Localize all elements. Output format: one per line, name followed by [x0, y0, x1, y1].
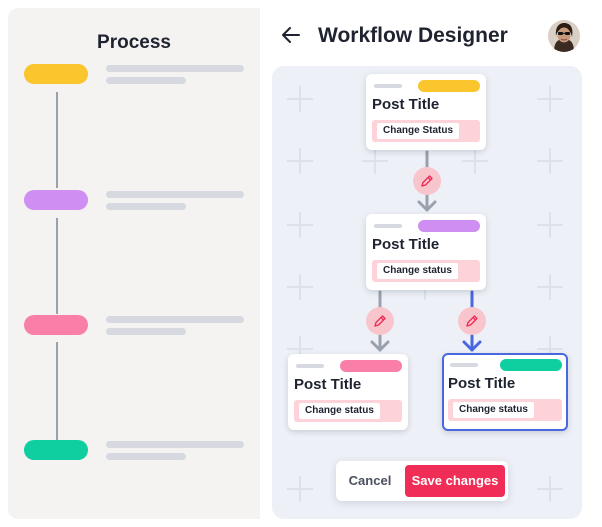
- step-text-placeholder: [106, 65, 244, 72]
- change-status-button[interactable]: Change status: [377, 263, 458, 279]
- card-status-tag: [418, 220, 480, 232]
- process-connector: [56, 92, 58, 188]
- process-title: Process: [97, 32, 171, 53]
- workflow-card[interactable]: Post Title Change status: [288, 354, 408, 430]
- save-changes-button[interactable]: Save changes: [405, 465, 505, 497]
- step-text-placeholder: [106, 328, 186, 335]
- arrow-left-icon[interactable]: [280, 24, 302, 46]
- step-status-pill: [24, 64, 88, 84]
- canvas-grid: [287, 86, 563, 502]
- workflow-card-selected[interactable]: Post Title Change status: [442, 353, 568, 431]
- change-status-button[interactable]: Change Status: [377, 123, 460, 139]
- change-status-button[interactable]: Change status: [453, 402, 534, 418]
- card-placeholder-line: [450, 363, 478, 367]
- workflow-card[interactable]: Post Title Change status: [366, 214, 486, 290]
- pencil-icon: [466, 315, 478, 327]
- step-status-pill: [24, 315, 88, 335]
- change-status-button[interactable]: Change status: [299, 403, 380, 419]
- step-text-placeholder: [106, 77, 186, 84]
- card-status-area: Change status: [448, 399, 562, 421]
- process-step[interactable]: [24, 64, 244, 88]
- pencil-icon: [374, 315, 386, 327]
- card-title: Post Title: [294, 376, 362, 393]
- action-bar: Cancel Save changes: [336, 461, 508, 501]
- card-status-tag: [340, 360, 402, 372]
- edit-transition-button[interactable]: [366, 307, 394, 335]
- process-step[interactable]: [24, 440, 244, 464]
- step-text-placeholder: [106, 203, 186, 210]
- process-connector: [56, 218, 58, 314]
- step-text-placeholder: [106, 453, 186, 460]
- card-status-area: Change status: [372, 260, 480, 282]
- page-title: Workflow Designer: [318, 24, 508, 47]
- process-step[interactable]: [24, 190, 244, 214]
- card-title: Post Title: [448, 375, 516, 392]
- step-text-placeholder: [106, 191, 244, 198]
- card-placeholder-line: [296, 364, 324, 368]
- cancel-button[interactable]: Cancel: [348, 473, 392, 488]
- step-text-placeholder: [106, 316, 244, 323]
- step-status-pill: [24, 190, 88, 210]
- card-status-area: Change status: [294, 400, 402, 422]
- edit-transition-button[interactable]: [413, 167, 441, 195]
- card-title: Post Title: [372, 236, 440, 253]
- workflow-canvas[interactable]: Post Title Change Status Post Title Chan…: [272, 66, 582, 519]
- card-placeholder-line: [374, 84, 402, 88]
- process-connector: [56, 342, 58, 440]
- card-title: Post Title: [372, 96, 440, 113]
- card-status-tag: [418, 80, 480, 92]
- step-status-pill: [24, 440, 88, 460]
- pencil-icon: [421, 175, 433, 187]
- edit-transition-button[interactable]: [458, 307, 486, 335]
- card-status-tag: [500, 359, 562, 371]
- card-status-area: Change Status: [372, 120, 480, 142]
- step-text-placeholder: [106, 441, 244, 448]
- workflow-card[interactable]: Post Title Change Status: [366, 74, 486, 150]
- process-panel: Process: [8, 8, 260, 519]
- user-avatar[interactable]: [548, 20, 580, 52]
- process-step[interactable]: [24, 315, 244, 339]
- card-placeholder-line: [374, 224, 402, 228]
